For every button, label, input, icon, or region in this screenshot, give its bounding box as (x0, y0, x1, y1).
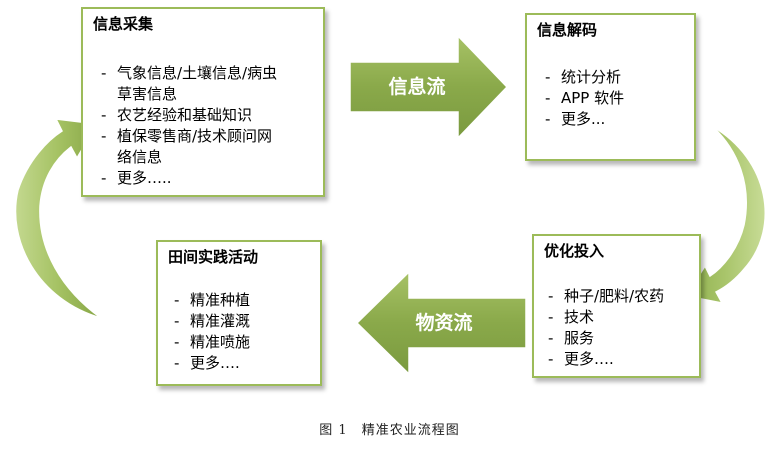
list-item: -农艺经验和基础知识 (101, 106, 253, 124)
optimized-input-list: -种子/肥料/农药 -技术 -服务 -更多…. (548, 286, 700, 370)
info-decoding-title: 信息解码 (537, 21, 598, 39)
field-practice-list: -精准种植 -精准灌溉 -精准喷施 -更多…. (174, 290, 320, 374)
list-item: -气象信息/土壤信息/病虫 草害信息 (101, 64, 278, 103)
list-item: -植保零售商/技术顾问网 络信息 (101, 127, 273, 166)
info-decoding-box: 信息解码 -统计分析 -APP 软件 -更多... (525, 13, 696, 161)
information-flow-label: 信息流 (388, 76, 446, 98)
info-decoding-list: -统计分析 -APP 软件 -更多... (545, 67, 695, 130)
list-item: -种子/肥料/农药 (548, 287, 665, 305)
field-practice-title: 田间实践活动 (168, 248, 259, 266)
info-collection-title: 信息采集 (93, 15, 154, 33)
field-practice-box: 田间实践活动 -精准种植 -精准灌溉 -精准喷施 -更多…. (156, 240, 322, 386)
material-flow-label: 物资流 (415, 312, 473, 334)
list-item: -精准种植 (174, 291, 251, 309)
list-item: -更多…. (174, 354, 240, 372)
list-item: -更多…. (548, 350, 614, 368)
optimized-input-title: 优化投入 (544, 242, 605, 260)
info-collection-box: 信息采集 -气象信息/土壤信息/病虫 草害信息 -农艺经验和基础知识 -植保零售… (81, 7, 325, 197)
left-curved-arrow (14, 118, 102, 319)
information-flow-arrow (349, 34, 509, 140)
list-item: -精准灌溉 (174, 312, 251, 330)
list-item: -更多... (545, 110, 606, 128)
list-item: -统计分析 (545, 68, 622, 86)
list-item: -精准喷施 (174, 333, 251, 351)
optimized-input-box: 优化投入 -种子/肥料/农药 -技术 -服务 -更多…. (532, 234, 701, 378)
material-flow-arrow (355, 270, 527, 376)
list-item: -技术 (548, 308, 595, 326)
right-curved-arrow (684, 125, 766, 305)
info-collection-list: -气象信息/土壤信息/病虫 草害信息 -农艺经验和基础知识 -植保零售商/技术顾… (101, 63, 323, 189)
list-item: -服务 (548, 329, 595, 347)
list-item: -APP 软件 (545, 89, 625, 107)
list-item: -更多….. (101, 169, 172, 187)
figure-caption: 图 1 精准农业流程图 (319, 423, 460, 438)
